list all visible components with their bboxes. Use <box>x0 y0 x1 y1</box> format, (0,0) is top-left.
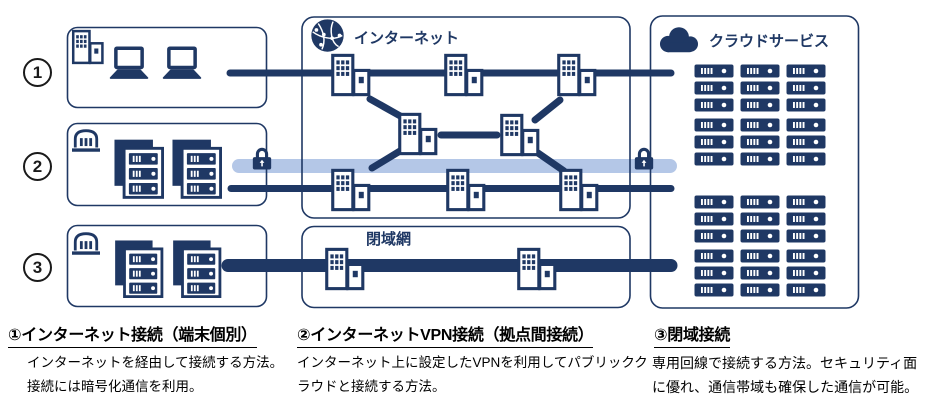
datacenter-building-icon <box>70 231 102 255</box>
isp-building-icon <box>557 53 597 97</box>
caption-closed-connection: ③閉域接続 専用回線で接続する方法。セキュリティ面 に優れ、通信帯域も確保した通… <box>652 321 919 398</box>
row-marker-1: 1 <box>23 58 52 87</box>
carrier-building-icon <box>325 247 365 291</box>
isp-building-icon <box>398 112 438 156</box>
server-rack-stack-icon <box>114 240 164 298</box>
globe-network-icon <box>310 18 345 53</box>
datacenter-building-icon <box>70 128 102 152</box>
laptop-icon <box>161 46 203 80</box>
mesh-link-topleft <box>366 95 406 121</box>
carrier-building-icon <box>517 247 557 291</box>
office-building-icon <box>71 29 104 65</box>
internet-box <box>301 16 631 219</box>
caption-line: インターネット上に設定したVPNを利用してパブリックク <box>297 355 648 370</box>
server-rack-stack-icon <box>172 139 222 199</box>
row-marker-3: 3 <box>23 253 52 282</box>
cloud-service-label: クラウドサービス <box>709 33 830 50</box>
isp-building-icon <box>331 53 371 97</box>
caption-line: に優れ、通信帯域も確保した通信が可能。 <box>652 379 919 395</box>
mesh-link-bottomleft <box>368 147 404 172</box>
isp-building-icon <box>559 168 599 212</box>
padlock-icon <box>251 147 273 171</box>
isp-building-icon <box>446 168 486 212</box>
caption-title: ②インターネットVPN接続（拠点間接続） <box>297 321 594 348</box>
server-rack-stack-icon <box>172 240 222 298</box>
caption-title: ①インターネット接続（端末個別） <box>8 321 257 348</box>
cloud-server-grid-top <box>694 64 826 166</box>
cloud-server-grid-bottom <box>694 195 826 297</box>
server-rack-stack-icon <box>114 139 164 199</box>
caption-vpn-connection: ②インターネットVPN接続（拠点間接続） インターネット上に設定したVPNを利用… <box>297 321 648 398</box>
closed-network-label: 閉域網 <box>366 231 412 248</box>
cloud-icon <box>659 27 699 53</box>
row-marker-2: 2 <box>23 152 52 181</box>
mesh-link-bottomright <box>534 149 568 175</box>
isp-building-icon <box>331 168 371 212</box>
mesh-link-topright <box>531 96 564 124</box>
caption-line: ラウドと接続する方法。 <box>297 379 446 394</box>
caption-line: インターネットを経由して接続する方法。 <box>27 355 284 370</box>
laptop-icon <box>108 46 150 80</box>
internet-label: インターネット <box>354 30 460 47</box>
caption-internet-connection: ①インターネット接続（端末個別） インターネットを経由して接続する方法。 接続に… <box>8 321 283 398</box>
site1-box <box>66 26 268 109</box>
caption-line: 専用回線で接続する方法。セキュリティ面 <box>652 355 918 371</box>
isp-building-icon <box>444 53 484 97</box>
caption-title: ③閉域接続 <box>654 321 730 348</box>
caption-line: 接続には暗号化通信を利用。 <box>27 379 203 394</box>
